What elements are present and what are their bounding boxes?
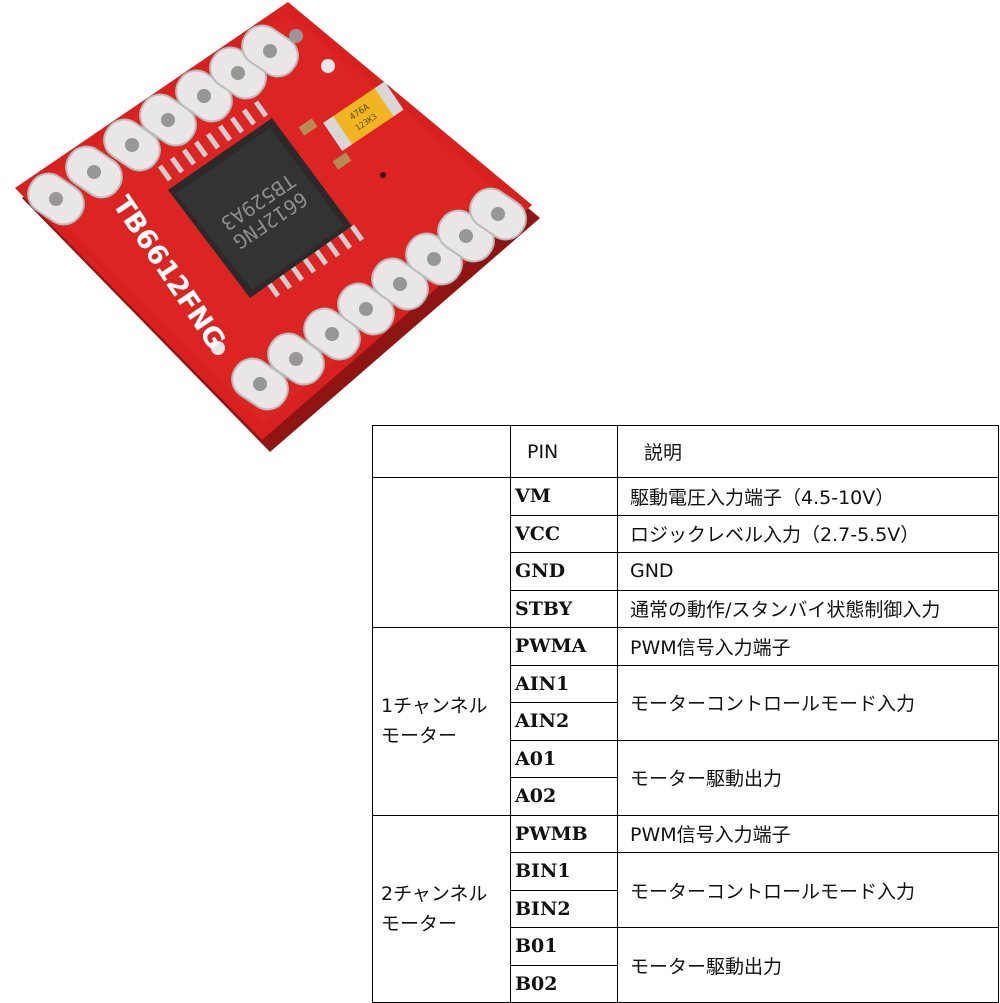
pin-name-cell: BIN2	[510, 889, 618, 928]
header-pin: PIN	[510, 425, 618, 478]
table-header-row: PIN 説明	[372, 425, 999, 478]
pin-name-cell: VCC	[510, 514, 618, 553]
board-photo: TB529A3 6612FNG 476A 123K3 TB6612FNG	[15, 2, 540, 452]
pin-name-cell: STBY	[510, 589, 618, 628]
pin-description-cell: モーター駆動出力	[617, 739, 999, 816]
capacitor: 476A 123K3	[323, 81, 404, 152]
pin-description-cell: 通常の動作/スタンバイ状態制御入力	[617, 589, 999, 628]
pin-name-cell: AIN2	[510, 702, 618, 741]
table-row: BIN2	[373, 889, 999, 928]
group-label-cell: 1チャンネルモーター	[372, 627, 511, 816]
group-label-line2: モーター	[381, 912, 458, 935]
group-label-line1: 1チャンネル	[381, 695, 488, 718]
header-group-cell	[372, 425, 511, 478]
table-row: B02	[373, 964, 999, 1003]
group-label-line2: モーター	[381, 725, 458, 748]
pin-name-cell: AIN1	[510, 664, 618, 703]
pad-row-top	[27, 24, 299, 226]
mounting-dot	[211, 341, 225, 355]
pad-holes-top	[49, 29, 303, 206]
pin-description-cell: モーターコントロールモード入力	[617, 664, 999, 741]
pin-description-cell: PWM信号入力端子	[617, 814, 999, 853]
pin-name-cell: A01	[510, 739, 618, 778]
group-label-cell: 2チャンネルモーター	[372, 814, 511, 1003]
pin-name-cell: B01	[510, 927, 618, 966]
pin-description-cell: 駆動電圧入力端子（4.5-10V）	[617, 477, 999, 516]
chip-leads	[157, 100, 365, 298]
smd-components	[298, 118, 386, 178]
pin-name-cell: A02	[510, 777, 618, 816]
pin-description-cell: PWM信号入力端子	[617, 627, 999, 666]
group-label-line1: 2チャンネル	[381, 882, 488, 905]
pin-description-cell: GND	[617, 552, 999, 591]
table-row: AIN2	[373, 702, 999, 741]
mounting-dot	[321, 59, 335, 73]
group-label-cell	[372, 477, 511, 628]
pin-description-cell: モーターコントロールモード入力	[617, 852, 999, 928]
pin-name-cell: BIN1	[510, 852, 618, 891]
pin-name-cell: B02	[510, 964, 618, 1003]
pin-name-cell: VM	[510, 477, 618, 516]
pin-name-cell: PWMA	[510, 627, 618, 666]
pin-name-cell: GND	[510, 552, 618, 591]
pin-description-cell: モーター駆動出力	[617, 927, 999, 1003]
header-description: 説明	[617, 425, 999, 478]
pad-holes-bottom	[253, 207, 505, 391]
pin-description-cell: ロジックレベル入力（2.7-5.5V）	[617, 514, 999, 553]
pin-name-cell: PWMB	[510, 814, 618, 853]
